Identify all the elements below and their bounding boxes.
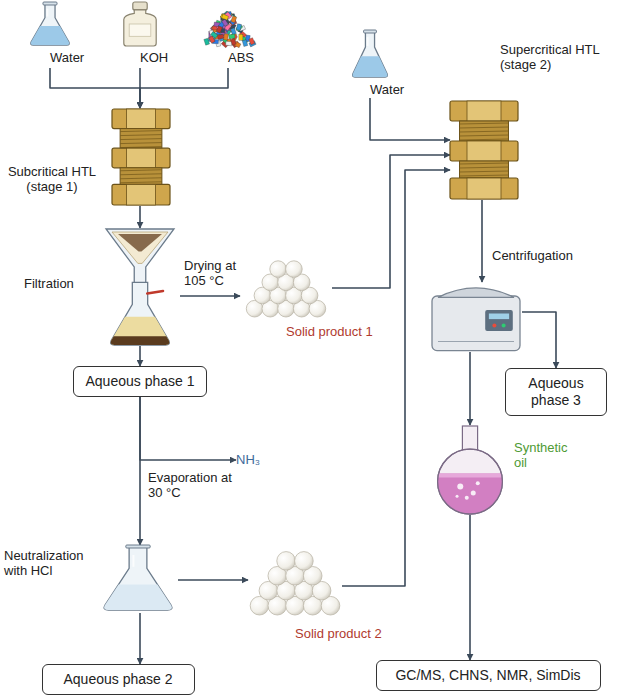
centrifuge-icon: Centrifugation bbox=[430, 282, 522, 352]
flow-arrow bbox=[50, 68, 140, 108]
plastic-feedstock-drawing bbox=[196, 4, 260, 46]
flow-arrow bbox=[140, 397, 236, 460]
node-label: KOH bbox=[140, 50, 168, 65]
flow-arrow bbox=[469, 515, 471, 660]
solid-product: Solid product 1 bbox=[240, 256, 332, 342]
reagent-flask: Water bbox=[25, 2, 77, 68]
box-text: Aqueous phase 1 bbox=[86, 373, 195, 390]
node-label: Water bbox=[370, 82, 404, 97]
centrifuge-icon-drawing bbox=[430, 282, 522, 352]
node-label: Neutralization with HCl bbox=[4, 548, 96, 578]
reactor-icon: Supercritical HTL (stage 2) bbox=[450, 40, 610, 200]
flow-arrow bbox=[139, 206, 141, 228]
flow-arrow bbox=[481, 200, 483, 282]
neutralization-flask: Neutralization with HCl bbox=[2, 545, 178, 613]
box-text: Aqueous phase 3 bbox=[510, 375, 602, 409]
solid-product-drawing bbox=[250, 256, 322, 318]
node-text: NH₃ bbox=[236, 452, 260, 467]
flow-arrow bbox=[522, 312, 556, 368]
phase-box: Aqueous phase 1 bbox=[73, 366, 208, 397]
reactor-icon: Subcritical HTL (stage 1) bbox=[2, 108, 172, 206]
reagent-bottle-drawing bbox=[122, 2, 158, 46]
flow-arrow bbox=[342, 170, 450, 586]
flow-arrow bbox=[139, 613, 141, 664]
box-text: GC/MS, CHNS, NMR, SimDis bbox=[389, 667, 588, 684]
node-label: Solid product 2 bbox=[295, 626, 382, 641]
flow-arrow bbox=[178, 579, 248, 581]
node-label: Synthetic oil bbox=[514, 440, 576, 470]
reagent-bottle: KOH bbox=[115, 2, 165, 68]
node-label: Subcritical HTL (stage 1) bbox=[2, 164, 102, 194]
filtration-icon-drawing bbox=[104, 228, 176, 346]
node-label: Supercritical HTL (stage 2) bbox=[500, 42, 608, 72]
node-label: Solid product 1 bbox=[286, 324, 373, 339]
reagent-flask: Water bbox=[343, 30, 397, 98]
reagent-flask-drawing bbox=[28, 2, 72, 46]
solid-product: Solid product 2 bbox=[248, 546, 342, 646]
analysis-box: GC/MS, CHNS, NMR, SimDis bbox=[376, 660, 601, 691]
node-label: Centrifugation bbox=[492, 248, 573, 263]
reactor-icon-drawing bbox=[450, 100, 518, 200]
reactor-icon-drawing bbox=[112, 108, 170, 206]
flow-arrow bbox=[140, 68, 228, 108]
node-label: ABS bbox=[228, 50, 254, 65]
flow-arrow bbox=[180, 295, 240, 297]
solid-product-drawing bbox=[255, 546, 335, 616]
node-label: Water bbox=[50, 50, 84, 65]
neutralization-flask-drawing bbox=[100, 545, 176, 611]
flow-arrow bbox=[332, 155, 450, 288]
flow-arrow bbox=[139, 397, 141, 545]
flow-arrow bbox=[469, 352, 471, 425]
oil-flask: Synthetic oil bbox=[432, 425, 572, 515]
edge-label: Evaporation at 30 °C bbox=[148, 470, 232, 500]
flow-arrow bbox=[139, 346, 141, 366]
reagent-flask-drawing bbox=[350, 30, 390, 78]
phase-box: Aqueous phase 3 bbox=[505, 368, 607, 416]
phase-box: Aqueous phase 2 bbox=[42, 664, 195, 695]
oil-flask-drawing bbox=[432, 425, 508, 515]
gas-label: NH₃ bbox=[236, 452, 260, 467]
plastic-feedstock: ABS bbox=[194, 2, 262, 68]
box-text: Aqueous phase 2 bbox=[55, 671, 182, 688]
node-label: Filtration bbox=[24, 276, 74, 291]
filtration-icon: Filtration bbox=[20, 228, 180, 346]
flow-arrow bbox=[370, 98, 450, 140]
edge-label: Drying at 105 °C bbox=[184, 258, 246, 288]
